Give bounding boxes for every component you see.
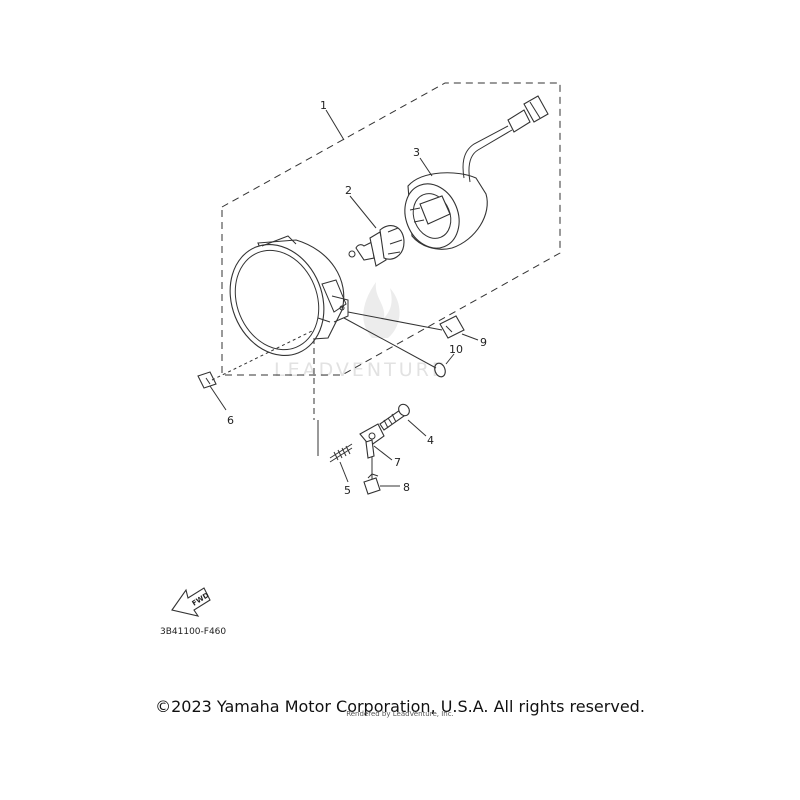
callout-9: 9	[480, 336, 487, 349]
bulb-socket	[404, 95, 549, 250]
assembly-outline	[221, 82, 561, 376]
callout-7: 7	[394, 456, 401, 469]
leader-2	[349, 195, 377, 229]
leader-9	[461, 333, 479, 341]
connection-line-6	[211, 329, 315, 381]
clip-nut	[197, 371, 217, 389]
connection-line-9	[347, 311, 443, 331]
nut	[363, 473, 381, 495]
callout-2: 2	[345, 184, 352, 197]
bracket	[439, 315, 465, 339]
leader-4	[407, 419, 427, 437]
callout-10: 10	[449, 343, 463, 356]
watermark-flame-icon	[363, 282, 400, 338]
leader-7	[373, 445, 393, 461]
leader-10	[445, 353, 455, 365]
callout-5: 5	[344, 484, 351, 497]
leader-3	[419, 157, 433, 177]
adjusting-screw	[379, 403, 410, 431]
callout-4: 4	[427, 434, 434, 447]
leader-5	[339, 461, 349, 483]
callout-3: 3	[413, 146, 420, 159]
adjuster-bracket	[359, 423, 385, 459]
copyright-notice: ©2023 Yamaha Motor Corporation, U.S.A. A…	[155, 697, 645, 716]
callout-6: 6	[227, 414, 234, 427]
connection-line-10	[343, 317, 437, 369]
rendered-by-credit: Rendered by LeadVenture, Inc.	[346, 710, 454, 718]
watermark: LEADVENTURE	[274, 282, 447, 381]
callout-1: 1	[320, 99, 327, 112]
spring	[329, 443, 353, 463]
headlight-unit	[229, 235, 349, 357]
leader-1	[325, 109, 345, 141]
fwd-arrow-icon: FWD	[171, 587, 211, 617]
screw	[434, 362, 446, 378]
watermark-text: LEADVENTURE	[274, 359, 447, 381]
leader-6	[209, 385, 227, 411]
callout-8: 8	[403, 481, 410, 494]
diagram-code: 3B41100-F460	[160, 627, 226, 637]
bulb	[348, 225, 405, 267]
